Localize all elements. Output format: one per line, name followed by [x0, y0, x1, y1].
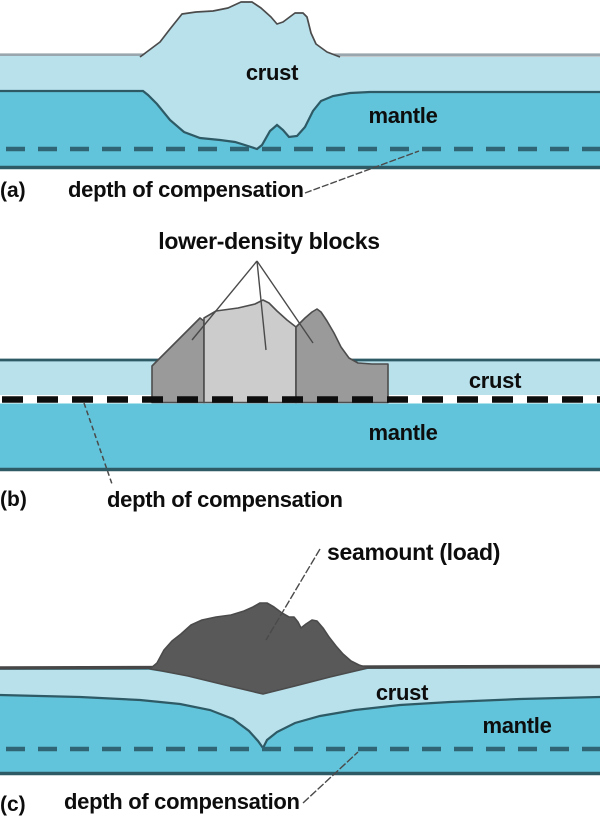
blocks-title-b: lower-density blocks [158, 228, 380, 254]
panel-letter-c: (c) [0, 793, 26, 816]
right-density-block [295, 308, 389, 404]
mantle-label-b: mantle [368, 420, 437, 445]
block-leader-middle [256, 260, 267, 351]
depth-label-b: depth of compensation [107, 487, 343, 512]
moho-outline-c [0, 693, 600, 751]
depth-leader-a [304, 150, 420, 194]
depth-leader-c [302, 751, 359, 804]
crust-label-a: crust [246, 60, 299, 85]
seamount-shape [149, 602, 369, 695]
crust-shape-c [0, 667, 600, 748]
left-density-block [151, 317, 205, 404]
block-leader-left [191, 260, 258, 341]
crust-label-b: crust [469, 368, 522, 393]
mantle-label-a: mantle [368, 103, 437, 128]
panel-letter-b: (b) [0, 488, 27, 511]
panel-letter-a: (a) [0, 179, 26, 202]
mantle-layer-b [0, 403, 600, 469]
seamount-leader [265, 548, 321, 641]
middle-density-block [203, 299, 297, 404]
depth-leader-b [83, 402, 113, 485]
block-leader-right [256, 260, 314, 344]
mantle-label-c: mantle [482, 713, 551, 738]
moho-outline-a [0, 89, 600, 151]
panel-c: seamount (load) crust mantle (c) depth o… [0, 539, 600, 816]
depth-label-a: depth of compensation [68, 177, 304, 202]
panel-b: lower-density blocks crust mantle (b) de… [0, 228, 600, 512]
mountain-outline-a [139, 1, 341, 58]
depth-label-c: depth of compensation [64, 789, 300, 814]
crust-label-c: crust [376, 680, 429, 705]
seamount-label: seamount (load) [327, 539, 500, 565]
crust-shape-a [0, 2, 600, 149]
panel-a: crust mantle (a) depth of compensation [0, 1, 600, 202]
